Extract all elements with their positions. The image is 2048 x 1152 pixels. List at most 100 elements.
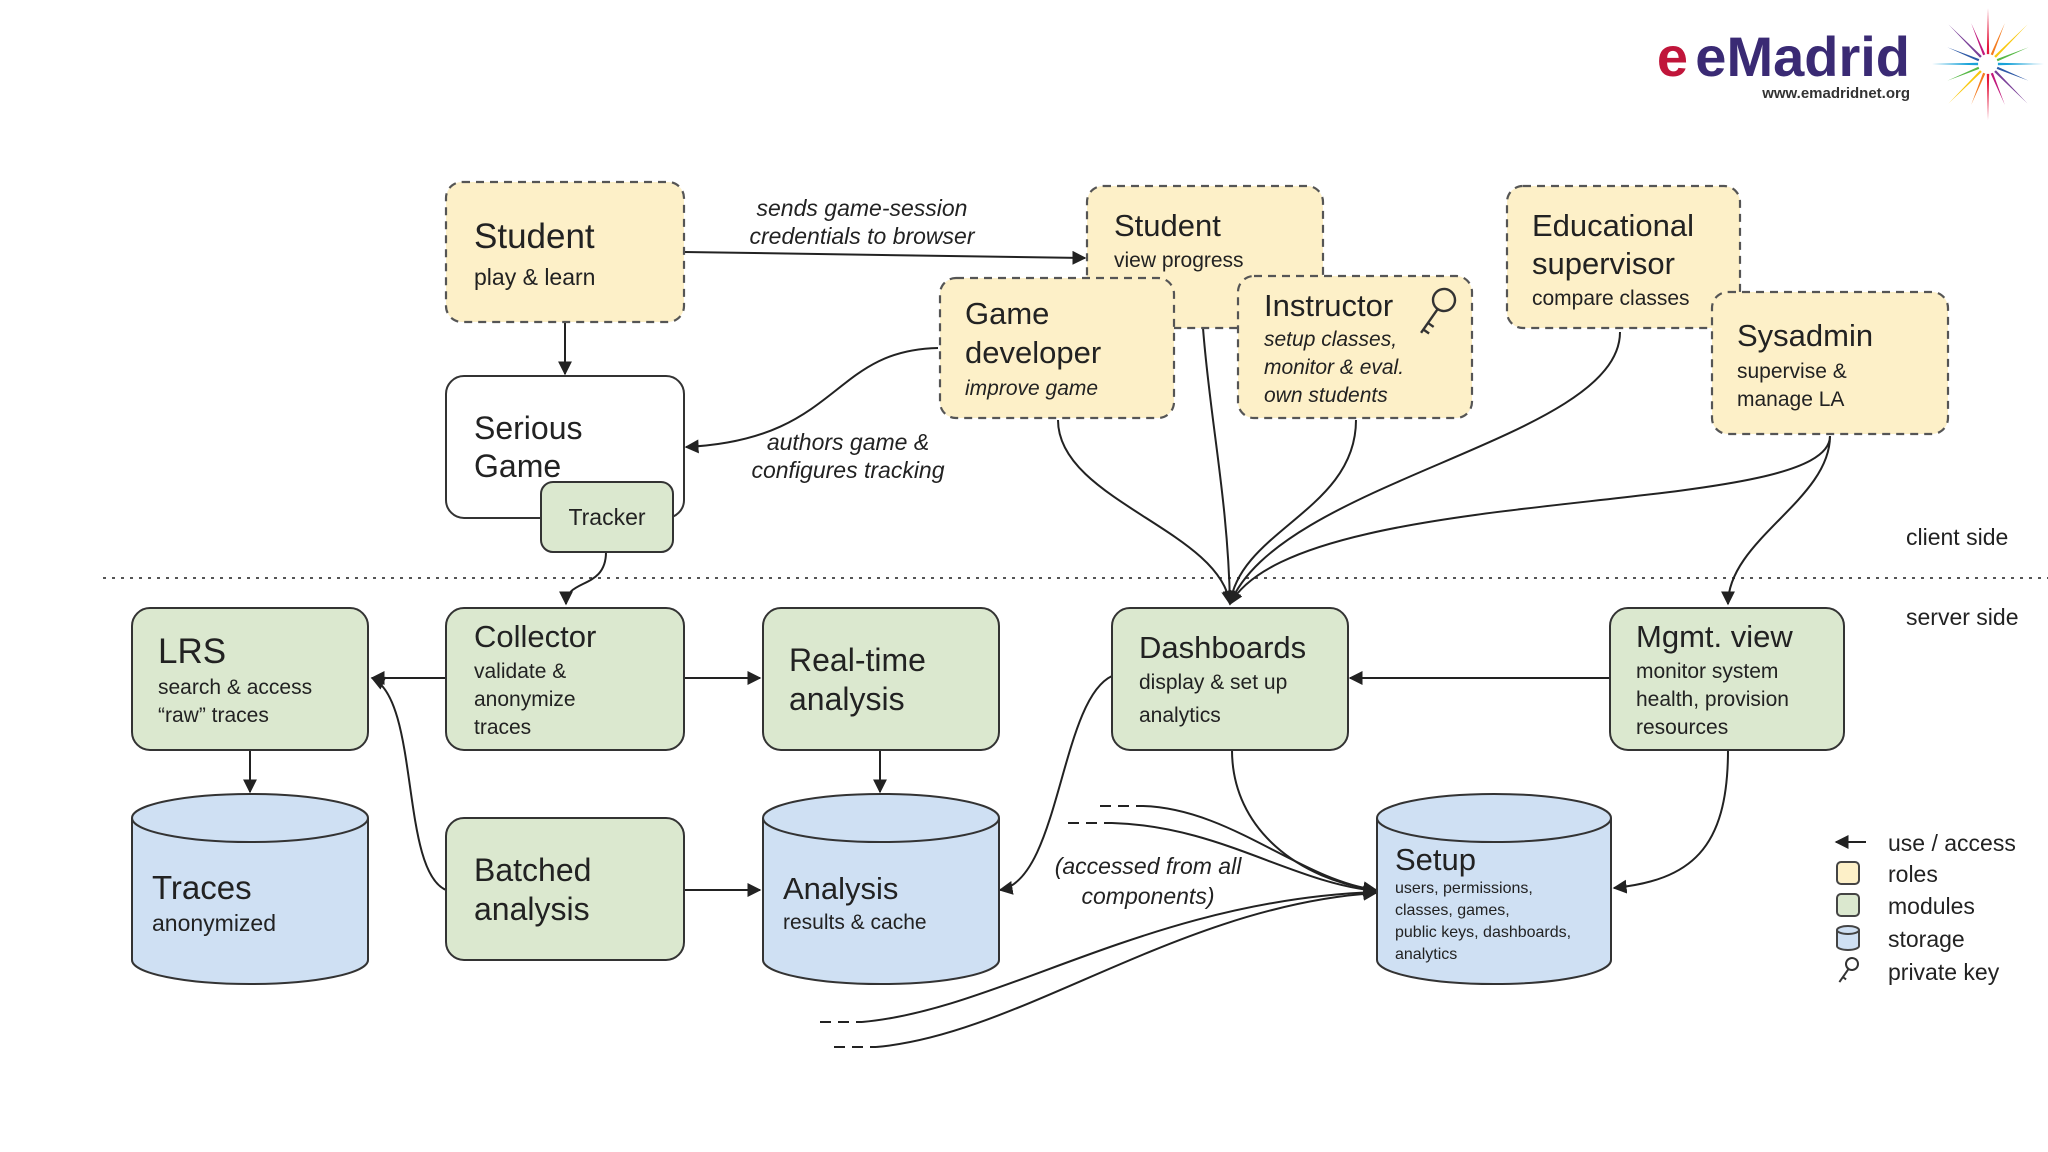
serious-game: Serious Game Tracker xyxy=(445,375,685,553)
legend-label: modules xyxy=(1888,893,1975,919)
logo-star-icon xyxy=(1932,8,2044,120)
module-sub-1: validate & xyxy=(474,660,566,683)
logo-star-ray xyxy=(1986,73,1990,120)
storage-sub-1: users, permissions, xyxy=(1395,880,1533,897)
edge-all-3 xyxy=(861,885,1378,1023)
role-subtitle: view progress xyxy=(1114,249,1244,272)
module-swatch-icon xyxy=(1836,893,1860,917)
legend-item-modules: modules xyxy=(1836,893,1975,919)
role-student-play: Student play & learn xyxy=(444,180,686,324)
legend-label: storage xyxy=(1888,926,1965,952)
role-sysadmin: Sysadmin supervise & manage LA xyxy=(1710,290,1950,436)
edge-label-accessed-1: (accessed from all xyxy=(1055,853,1243,879)
emadrid-logo: e eMadrid www.emadridnet.org xyxy=(1657,8,2044,120)
logo-star-ray xyxy=(1990,72,2005,105)
storage-analysis: Analysis results & cache xyxy=(762,793,1000,985)
role-sub-1: supervise & xyxy=(1737,360,1847,383)
role-title-2: supervisor xyxy=(1532,246,1675,281)
logo-star-ray xyxy=(1932,62,1979,66)
role-game-developer: Game developer improve game xyxy=(938,276,1176,420)
role-subtitle: improve game xyxy=(965,377,1098,400)
edge-label-sends-1: sends game-session xyxy=(757,195,968,221)
edge-dev-to-game xyxy=(684,347,939,454)
module-title: LRS xyxy=(158,632,226,671)
edge-view-to-dash xyxy=(1202,327,1237,606)
logo-star-ray xyxy=(1971,72,1986,105)
logo-star-ray xyxy=(1990,23,2005,56)
logo-star-ray xyxy=(1996,66,2029,81)
private-key-icon xyxy=(1420,287,1457,335)
role-instructor: Instructor setup classes, monitor & eval… xyxy=(1236,274,1474,420)
edge-label-authors-2: configures tracking xyxy=(751,457,944,483)
storage-setup: Setup users, permissions, classes, games… xyxy=(1376,793,1612,985)
module-sub-1: search & access xyxy=(158,676,312,699)
role-title-1: Game xyxy=(965,296,1049,331)
module-title-2: analysis xyxy=(474,891,590,927)
edge-dash-to-setup xyxy=(1231,749,1378,896)
logo-star-ray xyxy=(1986,8,1990,55)
storage-traces: Traces anonymized xyxy=(131,793,369,985)
module-sub-2: analytics xyxy=(1139,704,1221,727)
logo-star-ray xyxy=(1948,70,1982,104)
module-sub-3: traces xyxy=(474,716,531,739)
module-sub-2: anonymize xyxy=(474,688,576,711)
role-sub-2: manage LA xyxy=(1737,388,1844,411)
role-educational-supervisor: Educational supervisor compare classes xyxy=(1505,184,1742,330)
module-collector: Collector validate & anonymize traces xyxy=(445,607,685,751)
module-title-1: Batched xyxy=(474,852,591,888)
edge-label-authors-1: authors game & xyxy=(767,429,929,455)
edge-sysadmin-to-dash xyxy=(1229,435,1831,606)
storage-title: Traces xyxy=(152,869,252,906)
storage-sub-4: analytics xyxy=(1395,946,1457,963)
edge-mgmt-to-setup xyxy=(1612,749,1729,894)
module-title: Dashboards xyxy=(1139,630,1306,665)
role-sub-1: setup classes, xyxy=(1264,328,1397,351)
role-title-1: Educational xyxy=(1532,208,1694,243)
role-title: Instructor xyxy=(1264,288,1393,323)
logo-star-ray xyxy=(1994,24,2028,58)
logo-star-ray xyxy=(1947,66,1980,81)
edge-instructor-to-dash xyxy=(1224,419,1357,606)
storage-title: Setup xyxy=(1395,842,1476,877)
edges xyxy=(243,250,1831,1048)
logo-star-ray xyxy=(1948,24,1982,58)
module-title-1: Real-time xyxy=(789,642,926,678)
role-sub-3: own students xyxy=(1264,384,1388,407)
role-title: Student xyxy=(474,217,595,256)
legend-label: private key xyxy=(1888,959,2000,985)
logo-e-letter: e xyxy=(1657,25,1688,88)
module-sub-2: health, provision xyxy=(1636,688,1789,711)
cylinder-icon xyxy=(1836,925,1860,951)
storage-subtitle: anonymized xyxy=(152,910,276,936)
edge-dash-to-analysis xyxy=(998,675,1113,895)
storage-subtitle: results & cache xyxy=(783,911,927,934)
legend: use / access roles modules storage priva… xyxy=(1834,830,2016,985)
role-subtitle: compare classes xyxy=(1532,287,1690,310)
module-mgmt-view: Mgmt. view monitor system health, provis… xyxy=(1609,607,1845,751)
role-sub-2: monitor & eval. xyxy=(1264,356,1404,379)
tracker-label: Tracker xyxy=(568,504,645,530)
logo-star-ray xyxy=(1947,47,1980,62)
module-title: Mgmt. view xyxy=(1636,619,1793,654)
logo-name: eMadrid xyxy=(1695,25,1910,88)
module-batched-analysis: Batched analysis xyxy=(445,817,685,961)
edge-label-sends-2: credentials to browser xyxy=(750,223,976,249)
storage-title: Analysis xyxy=(783,871,898,906)
edge-batched-to-lrs xyxy=(370,676,447,891)
legend-item-use: use / access xyxy=(1834,830,2016,856)
edge-student-to-view xyxy=(683,250,1087,265)
logo-star-center xyxy=(1979,55,1997,73)
private-key-icon xyxy=(1838,957,1859,983)
serious-game-title-1: Serious xyxy=(474,410,583,446)
module-dashboards: Dashboards display & set up analytics xyxy=(1111,607,1349,751)
logo-star-ray xyxy=(1994,70,2028,104)
module-sub-2: “raw” traces xyxy=(158,704,269,727)
tracker-module: Tracker xyxy=(540,481,674,553)
logo-url: www.emadridnet.org xyxy=(1761,85,1910,102)
serious-game-title-2: Game xyxy=(474,448,561,484)
module-realtime-analysis: Real-time analysis xyxy=(762,607,1000,751)
logo-star-ray xyxy=(1997,62,2044,66)
edge-tracker-to-collector xyxy=(559,551,607,606)
edge-dev-to-dash xyxy=(1057,419,1236,606)
edge-supervisor-to-dash xyxy=(1228,331,1621,606)
